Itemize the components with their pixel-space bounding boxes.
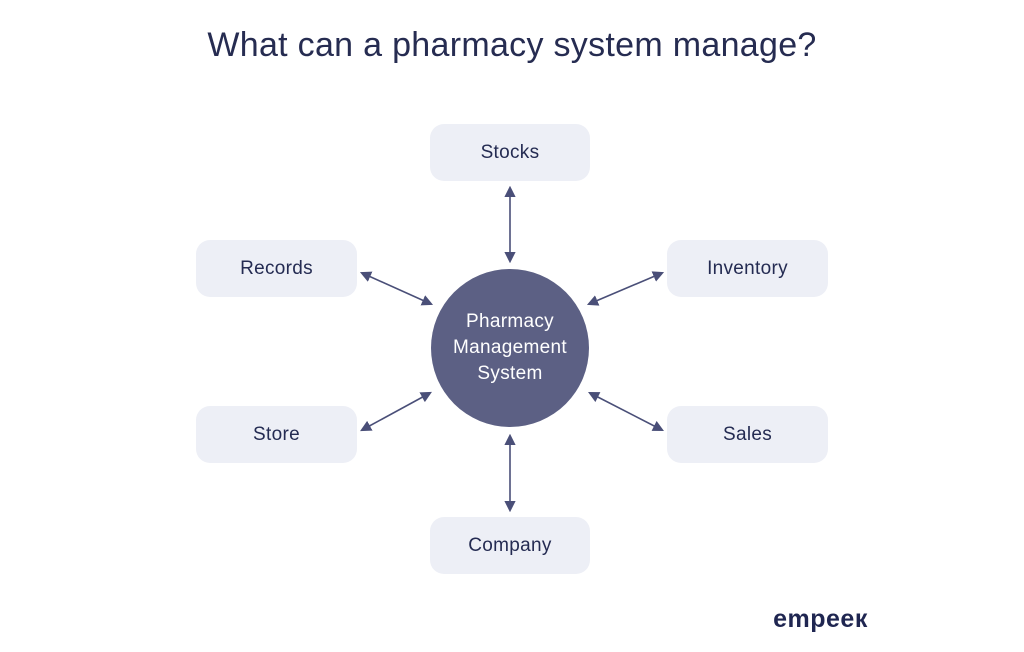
node-inventory-label: Inventory — [707, 257, 788, 279]
arrow-records-center — [359, 271, 434, 306]
arrow-store-center — [360, 391, 432, 432]
node-company-label: Company — [468, 534, 552, 556]
node-stocks: Stocks — [430, 124, 590, 181]
center-node-line-2: Management — [453, 337, 567, 358]
center-node-pharmacy-management-system: Pharmacy Management System — [431, 269, 589, 427]
node-store: Store — [196, 406, 357, 463]
node-inventory: Inventory — [667, 240, 828, 297]
node-sales-label: Sales — [722, 423, 773, 445]
node-records-label: Records — [240, 257, 313, 279]
center-node-line-1: Pharmacy — [466, 311, 554, 332]
arrow-sales-center — [588, 391, 664, 432]
empeek-logo: empeeк — [773, 605, 868, 633]
center-node-line-3: System — [477, 363, 543, 384]
page-title: What can a pharmacy system manage? — [207, 26, 817, 64]
node-company: Company — [430, 517, 590, 574]
node-store-label: Store — [253, 423, 300, 445]
node-sales: Sales — [667, 406, 828, 463]
node-stocks-label: Stocks — [480, 141, 540, 163]
node-records: Records — [196, 240, 357, 297]
arrow-inventory-center — [586, 271, 665, 306]
